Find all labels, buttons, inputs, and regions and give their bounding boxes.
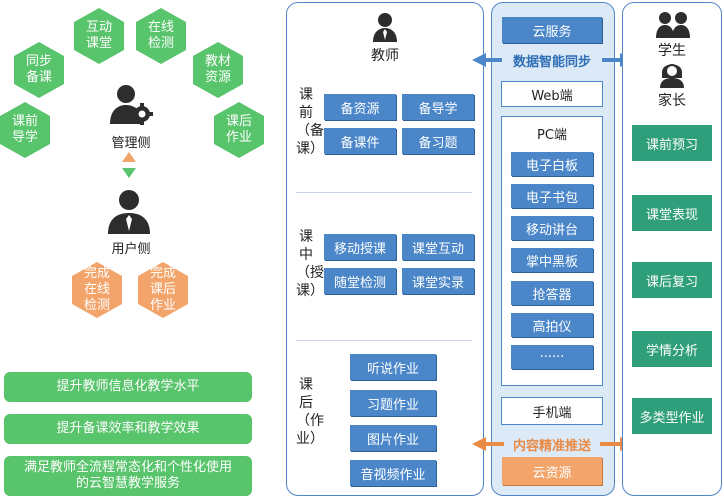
class-performance-button[interactable]: 课堂表现 bbox=[632, 195, 712, 231]
student-label: 学生 bbox=[658, 43, 686, 59]
admin-user-gear-icon bbox=[110, 85, 153, 125]
multi-type-homework-button[interactable]: 多类型作业 bbox=[632, 398, 712, 434]
teacher-icon bbox=[373, 13, 397, 42]
in-class-test-button[interactable]: 随堂检测 bbox=[324, 268, 396, 294]
section-label-in-class: 课中（授课） bbox=[296, 229, 324, 299]
teacher-label: 教师 bbox=[371, 48, 399, 64]
students-icon bbox=[656, 12, 690, 38]
section-label-after-class: 课后（作业） bbox=[296, 377, 324, 447]
hex-complete-homework: 完成课后作业 bbox=[138, 262, 188, 318]
web-client-box: Web端 bbox=[501, 81, 603, 107]
benefit-pill-2: 提升备课效率和教学效果 bbox=[4, 414, 252, 444]
hex-sync-prep: 同步备课 bbox=[14, 42, 64, 98]
parent-icon bbox=[660, 64, 684, 88]
pre-class-preview-button[interactable]: 课前预习 bbox=[632, 125, 712, 161]
hex-pre-class-guide: 课前导学 bbox=[0, 102, 50, 158]
section-divider bbox=[296, 340, 472, 341]
image-homework-button[interactable]: 图片作业 bbox=[350, 425, 436, 451]
prep-resources-button[interactable]: 备资源 bbox=[324, 94, 396, 120]
pc-item-mobile-podium[interactable]: 移动讲台 bbox=[511, 216, 593, 240]
hex-online-test: 在线检测 bbox=[136, 8, 186, 64]
pc-client-title: PC端 bbox=[537, 128, 567, 143]
up-down-arrow-icon bbox=[122, 152, 136, 178]
class-recording-button[interactable]: 课堂实录 bbox=[402, 268, 474, 294]
cloud-resource-box: 云资源 bbox=[502, 457, 602, 485]
parent-label: 家长 bbox=[658, 93, 686, 109]
hex-textbook-resources: 教材资源 bbox=[193, 42, 243, 98]
admin-side-label: 管理侧 bbox=[111, 136, 151, 151]
mobile-teaching-button[interactable]: 移动授课 bbox=[324, 234, 396, 260]
hex-after-class-homework: 课后作业 bbox=[214, 102, 264, 158]
pc-item-palm-blackboard[interactable]: 掌中黑板 bbox=[511, 248, 593, 272]
data-sync-label: 数据智能同步 bbox=[502, 51, 602, 70]
cloud-service-box: 云服务 bbox=[502, 17, 602, 43]
pc-item-document-camera[interactable]: 高拍仪 bbox=[511, 313, 593, 337]
section-label-before-class: 课前（备课） bbox=[296, 87, 324, 157]
benefit-pill-3: 满足教师全流程常态化和个性化使用的云智慧教学服务 bbox=[4, 456, 252, 496]
hex-interactive-class: 互动课堂 bbox=[74, 8, 124, 64]
av-homework-button[interactable]: 音视频作业 bbox=[350, 460, 436, 486]
benefit-pill-1: 提升教师信息化教学水平 bbox=[4, 372, 252, 402]
content-push-label: 内容精准推送 bbox=[504, 435, 600, 454]
learning-analytics-button[interactable]: 学情分析 bbox=[632, 331, 712, 367]
prep-exercises-button[interactable]: 备习题 bbox=[402, 128, 474, 154]
pc-item-ebag[interactable]: 电子书包 bbox=[511, 184, 593, 208]
exercise-homework-button[interactable]: 习题作业 bbox=[350, 390, 436, 416]
after-class-review-button[interactable]: 课后复习 bbox=[632, 262, 712, 298]
prep-courseware-button[interactable]: 备课件 bbox=[324, 128, 396, 154]
pc-item-buzzer[interactable]: 抢答器 bbox=[511, 281, 593, 305]
hex-complete-online-test: 完成在线检测 bbox=[72, 262, 122, 318]
user-side-label: 用户侧 bbox=[111, 242, 151, 257]
mobile-client-box: 手机端 bbox=[501, 397, 603, 425]
listening-speaking-homework-button[interactable]: 听说作业 bbox=[350, 354, 436, 380]
prep-guide-button[interactable]: 备导学 bbox=[402, 94, 474, 120]
section-divider bbox=[296, 192, 472, 193]
user-icon bbox=[108, 190, 150, 234]
class-interaction-button[interactable]: 课堂互动 bbox=[402, 234, 474, 260]
pc-item-more[interactable]: ······ bbox=[511, 345, 593, 369]
pc-item-whiteboard[interactable]: 电子白板 bbox=[511, 152, 593, 176]
